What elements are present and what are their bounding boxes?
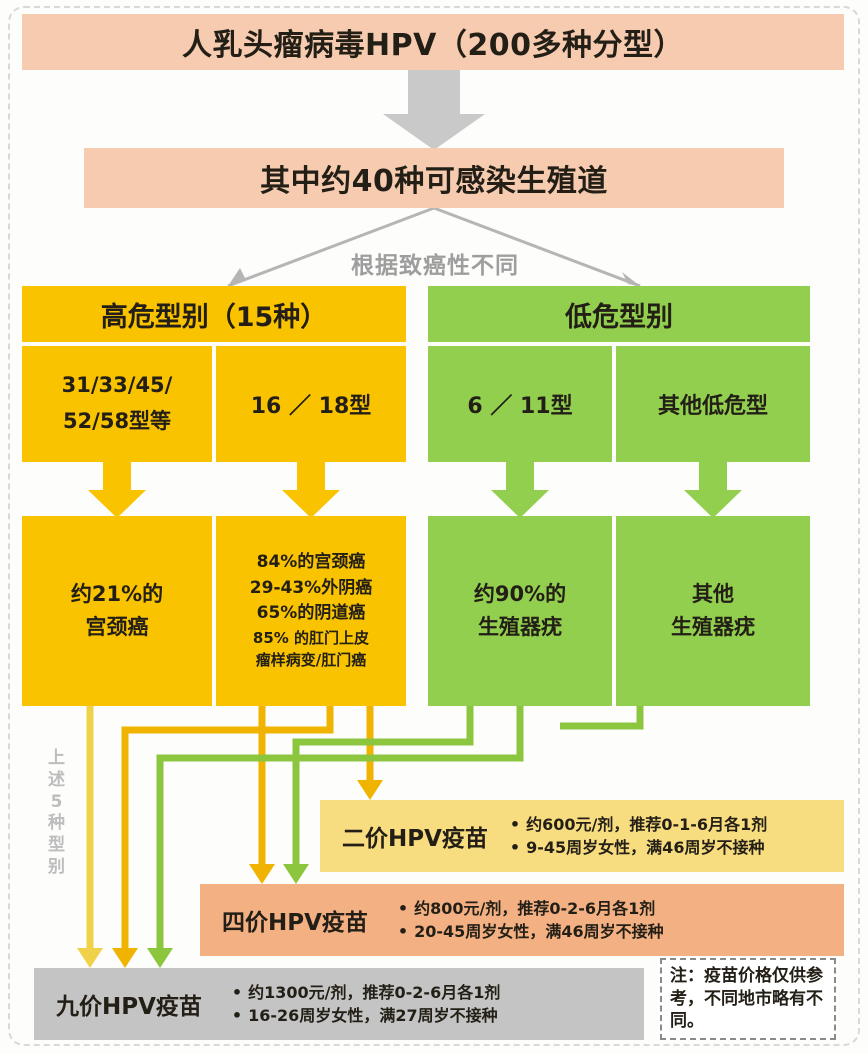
branch-label: 根据致癌性不同 — [351, 253, 519, 279]
link-otherlow-route — [560, 706, 644, 730]
outcome-high-other: 约21%的 宫颈癌 — [22, 516, 212, 706]
vaccine-name-nonavalent: 九价HPV疫苗 — [56, 994, 202, 1020]
vaccine-bullet: 9-45周岁女性，满46周岁不接种 — [510, 836, 767, 859]
vaccine-details-nonavalent: 约1300元/剂，推荐0-2-6月各1剂 16-26周岁女性，满27周岁不接种 — [232, 981, 500, 1027]
vaccine-details-bivalent: 约600元/剂，推荐0-1-6月各1剂 9-45周岁女性，满46周岁不接种 — [510, 813, 767, 859]
low-risk-type-611: 6 ／ 11型 — [428, 346, 612, 462]
arrow-nonavalent-3-icon — [147, 948, 173, 968]
genital-infection-banner: 其中约40种可感染生殖道 — [84, 148, 784, 208]
vaccine-row-quadrivalent: 四价HPV疫苗 约800元/剂，推荐0-2-6月各1剂 20-45周岁女性，满4… — [200, 884, 844, 956]
high-risk-header: 高危型别（15种） — [22, 286, 406, 342]
type-to-outcome-arrows — [88, 462, 742, 518]
outcome-low-other: 其他 生殖器疣 — [616, 516, 810, 706]
vaccine-row-nonavalent: 九价HPV疫苗 约1300元/剂，推荐0-2-6月各1剂 16-26周岁女性，满… — [34, 968, 644, 1040]
vaccine-bullet: 约600元/剂，推荐0-1-6月各1剂 — [510, 813, 767, 836]
arrow-nonavalent-1-icon — [77, 948, 103, 968]
grey-down-arrow-icon — [383, 70, 485, 150]
vaccine-name-bivalent: 二价HPV疫苗 — [342, 826, 488, 852]
vaccine-details-quadrivalent: 约800元/剂，推荐0-2-6月各1剂 20-45周岁女性，满46周岁不接种 — [398, 897, 664, 943]
low-risk-header: 低危型别 — [428, 286, 810, 342]
note-text: 注：疫苗价格仅供参考，不同地市略有不同。 — [670, 965, 823, 1032]
high-risk-type-1618: 16 ／ 18型 — [216, 346, 406, 462]
outcome-high-1618: 84%的宫颈癌 29-43%外阴癌 65%的阴道癌 85% 的肛门上皮 瘤样病变… — [216, 516, 406, 706]
vaccine-name-quadrivalent: 四价HPV疫苗 — [222, 910, 368, 936]
vaccine-bullet: 约800元/剂，推荐0-2-6月各1剂 — [398, 897, 664, 920]
vaccine-bullet: 约1300元/剂，推荐0-2-6月各1剂 — [232, 981, 500, 1004]
branch-arrow-right-icon — [622, 272, 640, 286]
high-risk-type-other: 31/33/45/ 52/58型等 — [22, 346, 212, 462]
price-disclaimer-note: 注：疫苗价格仅供参考，不同地市略有不同。 — [660, 958, 836, 1040]
arrow-bivalent-icon — [357, 780, 383, 800]
branch-arrow-left-icon — [228, 268, 246, 286]
arrow-quadrivalent-yellow-icon — [249, 864, 275, 884]
vaccine-bullet: 20-45周岁女性，满46周岁不接种 — [398, 920, 663, 943]
vaccine-bullet: 16-26周岁女性，满27周岁不接种 — [232, 1004, 500, 1027]
vaccine-row-bivalent: 二价HPV疫苗 约600元/剂，推荐0-1-6月各1剂 9-45周岁女性，满46… — [320, 800, 844, 872]
side-note-five-types: 上述5种型别 — [48, 748, 66, 877]
page-title: 人乳头瘤病毒HPV（200多种分型） — [22, 14, 844, 70]
arrow-nonavalent-2-icon — [112, 948, 138, 968]
arrow-quadrivalent-green-icon — [283, 864, 309, 884]
low-risk-type-other: 其他低危型 — [616, 346, 810, 462]
outcome-low-611: 约90%的 生殖器疣 — [428, 516, 612, 706]
